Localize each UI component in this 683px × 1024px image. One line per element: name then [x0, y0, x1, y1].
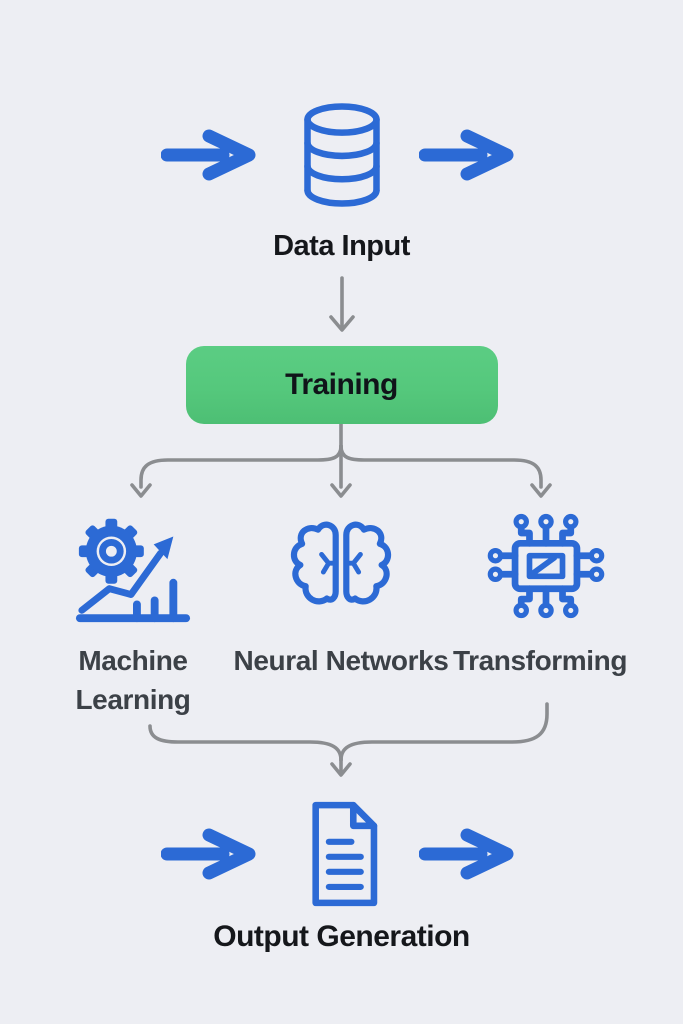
machine-learning-label: Machine Learning — [75, 645, 191, 715]
database-icon — [303, 103, 380, 207]
down-arrow-icon — [328, 276, 355, 332]
data-input-label: Data Input — [273, 230, 410, 262]
brain-icon — [288, 508, 394, 622]
arrow-right-icon — [418, 129, 513, 181]
chip-icon — [487, 513, 605, 619]
neural-networks-label: Neural Networks — [233, 645, 449, 676]
arrow-right-icon — [418, 828, 513, 880]
training-node: Training — [185, 346, 498, 424]
arrow-right-icon — [160, 828, 255, 880]
document-icon — [311, 801, 377, 907]
output-generation-label: Output Generation — [213, 920, 470, 953]
arrow-right-icon — [160, 129, 255, 181]
branch-split-connector — [130, 424, 552, 498]
data-input-row — [0, 100, 683, 210]
output-row — [0, 798, 683, 910]
training-label: Training — [285, 368, 398, 401]
gear-chart-icon — [75, 518, 191, 623]
transforming-label: Transforming — [452, 645, 628, 676]
branch-merge-connector — [148, 702, 549, 777]
